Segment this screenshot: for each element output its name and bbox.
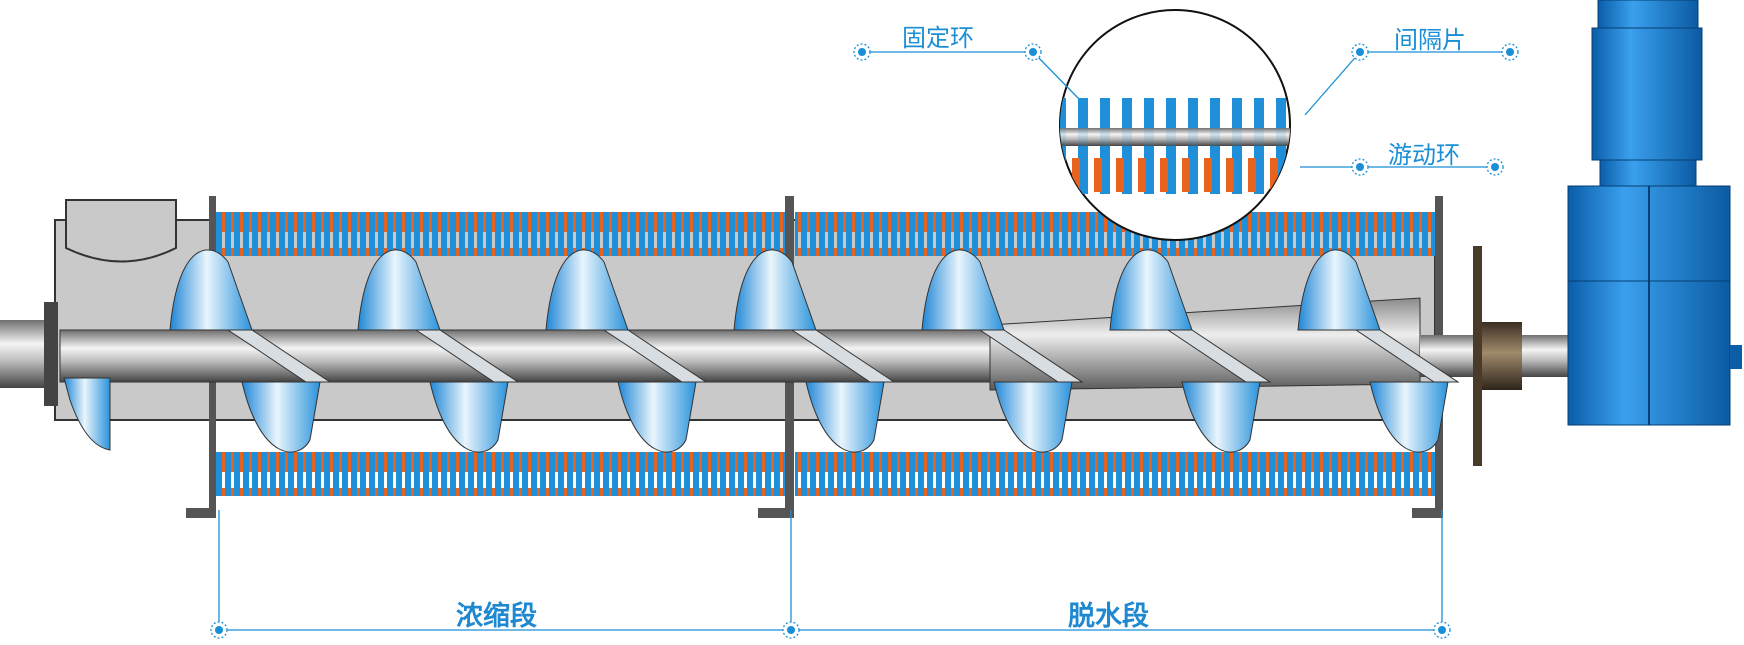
screw-blade-upper — [921, 249, 1005, 331]
label-spacer: 间隔片 — [1394, 26, 1466, 54]
ring-stack-bottom-thickening — [216, 452, 786, 496]
screw-blade-upper — [733, 249, 817, 331]
screw-blade-twist — [1166, 329, 1272, 383]
callout-dot — [1501, 43, 1519, 61]
zoom-detail-circle — [1059, 9, 1300, 241]
foot-right — [1412, 508, 1443, 518]
screw-blade-upper — [545, 249, 629, 331]
shaft-left-end — [0, 320, 50, 388]
callout-dot — [1024, 43, 1042, 61]
screw-blade-lower — [805, 381, 885, 453]
foot-middle — [758, 508, 794, 518]
callout-dot — [210, 621, 228, 639]
screw-blade-upper — [169, 249, 253, 331]
moving-ring-segment — [1182, 158, 1190, 192]
callout-lines — [862, 51, 1510, 168]
moving-ring-segment — [1160, 158, 1168, 192]
label-thickening-section: 浓缩段 — [456, 601, 537, 632]
inlet-hopper — [65, 199, 177, 263]
ring-stack-top-thickening — [216, 212, 786, 256]
drive-motor-gearbox — [1567, 0, 1742, 426]
screw-blade-lower — [241, 381, 321, 453]
moving-ring-segment — [1292, 158, 1300, 192]
callout-dots — [210, 43, 1519, 639]
label-fixed-ring: 固定环 — [902, 24, 974, 52]
screw-blade-twist — [790, 329, 896, 383]
discharge-disc — [1473, 246, 1482, 466]
screw-blade-twist — [226, 329, 332, 383]
moving-ring-segment — [1204, 158, 1212, 192]
screw-blade-twist — [414, 329, 520, 383]
screw-blade-lower — [1369, 381, 1449, 453]
screw-blade-upper — [1109, 249, 1193, 331]
moving-ring-segment — [1072, 158, 1080, 192]
label-dewatering-section: 脱水段 — [1068, 601, 1149, 632]
moving-ring-segment — [1116, 158, 1124, 192]
callout-dot — [853, 43, 871, 61]
left-end-cap — [44, 302, 58, 406]
screw-blade-twist — [978, 329, 1084, 383]
moving-ring-segment — [1248, 158, 1256, 192]
moving-ring-segment — [1226, 158, 1234, 192]
moving-ring-segment — [1270, 158, 1278, 192]
callout-dot — [1351, 158, 1369, 176]
screw-blade-twist — [602, 329, 708, 383]
screw-blade-twist — [1354, 329, 1460, 383]
discharge-hub — [1482, 322, 1522, 390]
ring-stack-bottom-dewatering — [795, 452, 1435, 496]
screw-blade-lower — [617, 381, 697, 453]
screw-blade-upper — [1297, 249, 1381, 331]
moving-ring-segment — [1094, 158, 1102, 192]
screw-blade-upper — [357, 249, 441, 331]
callout-dot — [1351, 43, 1369, 61]
callout-dot — [1433, 621, 1451, 639]
screw-blade-lower — [429, 381, 509, 453]
dimension-lines — [218, 510, 1443, 631]
screw-blade-lower — [993, 381, 1073, 453]
screw-blades — [169, 249, 1460, 453]
label-moving-ring: 游动环 — [1388, 141, 1460, 169]
moving-ring-segment — [1138, 158, 1146, 192]
screw-blade-lower — [1181, 381, 1261, 453]
screw-shaft — [59, 329, 1061, 383]
foot-left — [186, 508, 216, 518]
callout-dot — [782, 621, 800, 639]
screw-blade-inlet — [63, 377, 111, 451]
callout-dot — [1486, 158, 1504, 176]
